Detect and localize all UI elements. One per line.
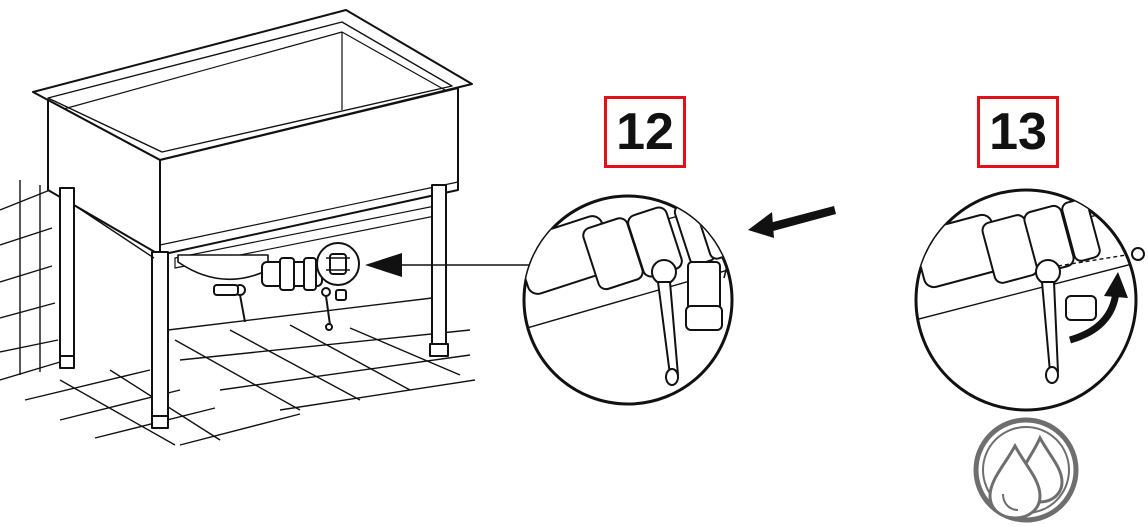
rotate-arrow-icon [1068, 272, 1128, 344]
direction-arrow-icon [365, 253, 548, 277]
detail-view-12 [522, 194, 836, 406]
drain-valve-icon [316, 242, 360, 286]
detail-view-13 [914, 188, 1145, 412]
sink-unit [32, 9, 473, 429]
step-number-13: 13 [977, 96, 1059, 168]
water-drops-icon [973, 417, 1079, 523]
step-number-12: 12 [604, 96, 686, 168]
